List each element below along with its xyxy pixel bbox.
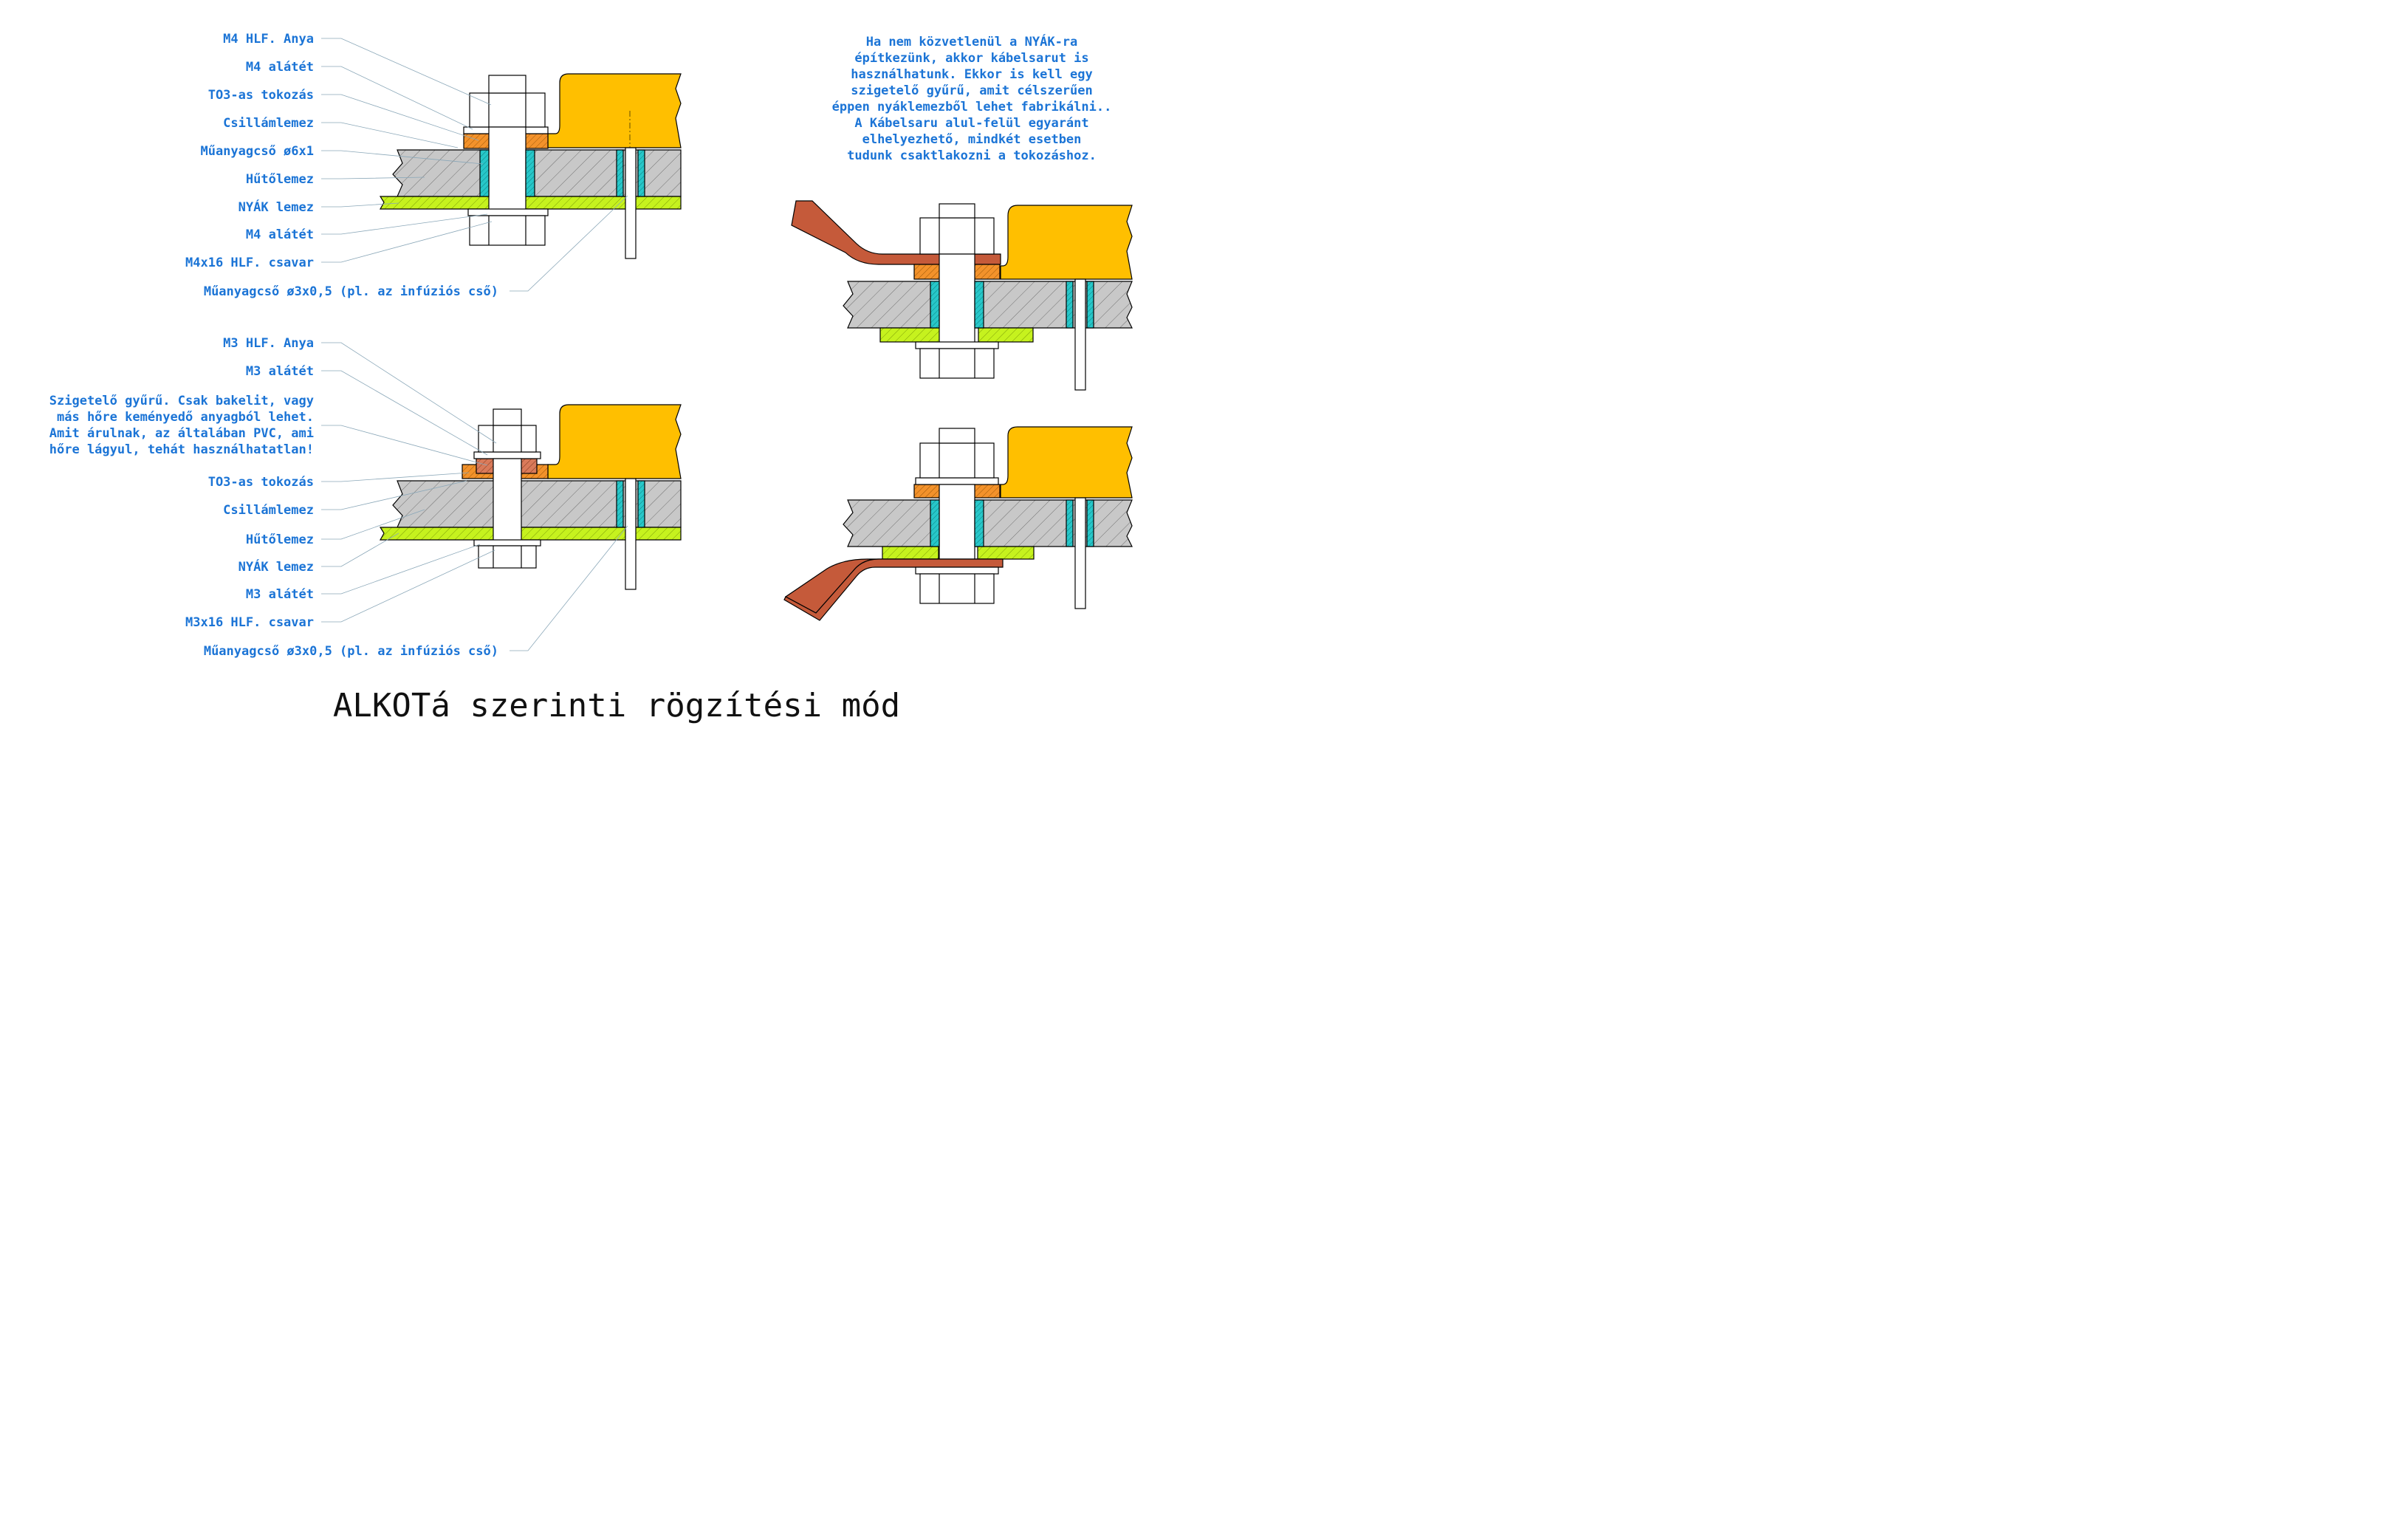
bolt-head: [919, 573, 995, 604]
label-pin-tube: Műanyagcső ø3x0,5 (pl. az infúziós cső): [204, 644, 498, 659]
label-m3-bolt: M3x16 HLF. csavar: [185, 615, 314, 630]
m3-bolt-head: [478, 545, 537, 569]
label-m4-bolt: M4x16 HLF. csavar: [185, 256, 314, 270]
label-m3-washer-bottom: M3 alátét: [246, 587, 314, 602]
ring-note-line-2: más hőre keményedő anyagból lehet.: [57, 410, 314, 425]
cable-lug-top-assembly: [791, 200, 1133, 391]
bottom-washer: [915, 341, 999, 349]
label-mica: Csillámlemez: [223, 116, 314, 131]
transistor-case: [1000, 205, 1133, 280]
m3-bolt-tip: [493, 408, 522, 426]
plastic-tube-6mm: [479, 149, 490, 197]
ring-note-line-4: hőre lágyul, tehát használhatatlan!: [49, 442, 314, 457]
m4-assembly: [379, 73, 682, 259]
transistor-pin: [625, 147, 637, 259]
m3-assembly: [379, 404, 682, 590]
transistor-case: [547, 73, 682, 148]
bottom-washer: [915, 566, 999, 575]
heatsink: [843, 281, 1133, 329]
label-heatsink: Hűtőlemez: [246, 532, 314, 547]
bolt-shank: [939, 484, 975, 574]
label-pcb: NYÁK lemez: [239, 199, 314, 215]
cable-lug: [791, 200, 1001, 265]
m4-bolt-shank: [488, 126, 526, 218]
mounting-diagram: M4 HLF. Anya M4 alátét TO3-as tokozás Cs…: [49, 32, 1133, 725]
m4-bolt-head: [469, 215, 546, 246]
page-title: ALKOTá szerinti rögzítési mód: [333, 687, 900, 725]
right-note-line-2: építkezünk, akkor kábelsarut is: [854, 51, 1088, 66]
ring-note-line-1: Szigetelő gyűrű. Csak bakelit, vagy: [49, 394, 314, 408]
m4-nut: [469, 92, 546, 128]
label-plastic-tube: Műanyagcső ø6x1: [200, 144, 314, 159]
pcb-ring: [882, 546, 939, 560]
right-note-line-6: A Kábelsaru alul-felül egyaránt: [854, 116, 1088, 131]
plastic-tube: [930, 499, 940, 547]
bolt-shank: [939, 253, 975, 349]
bottom-labels: M3 HLF. Anya M3 alátét Szigetelő gyűrű. …: [49, 336, 498, 659]
cable-lug-bottom-assembly: [783, 426, 1133, 621]
heatsink: [392, 149, 682, 197]
label-mica: Csillámlemez: [223, 503, 314, 518]
nut: [919, 217, 995, 255]
heatsink: [843, 499, 1133, 547]
m4-bolt-tip: [488, 75, 526, 94]
pcb-ring: [879, 327, 941, 343]
m3-bottom-washer: [473, 539, 541, 547]
transistor-case: [1000, 426, 1133, 499]
transistor-pin: [1074, 278, 1086, 391]
right-note-line-4: szigetelő gyűrű, amit célszerűen: [851, 83, 1093, 98]
ring-note-line-3: Amit árulnak, az általában PVC, ami: [49, 426, 314, 441]
label-m4-nut: M4 HLF. Anya: [223, 32, 314, 47]
top-labels: M4 HLF. Anya M4 alátét TO3-as tokozás Cs…: [185, 32, 498, 299]
label-m3-washer: M3 alátét: [246, 364, 314, 379]
right-note-line-7: elhelyezhető, mindkét esetben: [862, 132, 1082, 147]
transistor-pin: [1074, 497, 1086, 609]
pin-tube: [616, 480, 624, 528]
label-pin-tube: Műanyagcső ø3x0,5 (pl. az infúziós cső): [204, 284, 498, 299]
m3-bolt-shank: [493, 458, 522, 549]
right-note-line-1: Ha nem közvetlenül a NYÁK-ra: [866, 33, 1078, 49]
transistor-case: [547, 404, 682, 479]
label-m4-washer: M4 alátét: [246, 60, 314, 75]
pin-tube: [616, 149, 624, 197]
label-heatsink: Hűtőlemez: [246, 172, 314, 187]
m4-bottom-washer: [467, 208, 549, 216]
top-washer: [915, 477, 999, 485]
label-to3-case: TO3-as tokozás: [208, 475, 314, 490]
label-m4-washer-bottom: M4 alátét: [246, 227, 314, 242]
right-note-line-5: éppen nyáklemezből lehet fabrikálni..: [832, 100, 1112, 114]
transistor-pin: [625, 478, 637, 590]
label-m3-nut: M3 HLF. Anya: [223, 336, 314, 351]
label-pcb: NYÁK lemez: [239, 558, 314, 575]
m3-nut: [478, 425, 537, 453]
plastic-tube: [930, 281, 940, 329]
nut: [919, 442, 995, 479]
right-note-line-8: tudunk csaktlakozni a tokozáshoz.: [847, 148, 1097, 163]
right-note-line-3: használhatunk. Ekkor is kell egy: [851, 67, 1093, 82]
leader-lines: [321, 38, 628, 651]
right-note: Ha nem közvetlenül a NYÁK-ra építkezünk,…: [832, 33, 1112, 163]
label-to3-case: TO3-as tokozás: [208, 88, 314, 103]
bolt-head: [919, 348, 995, 379]
